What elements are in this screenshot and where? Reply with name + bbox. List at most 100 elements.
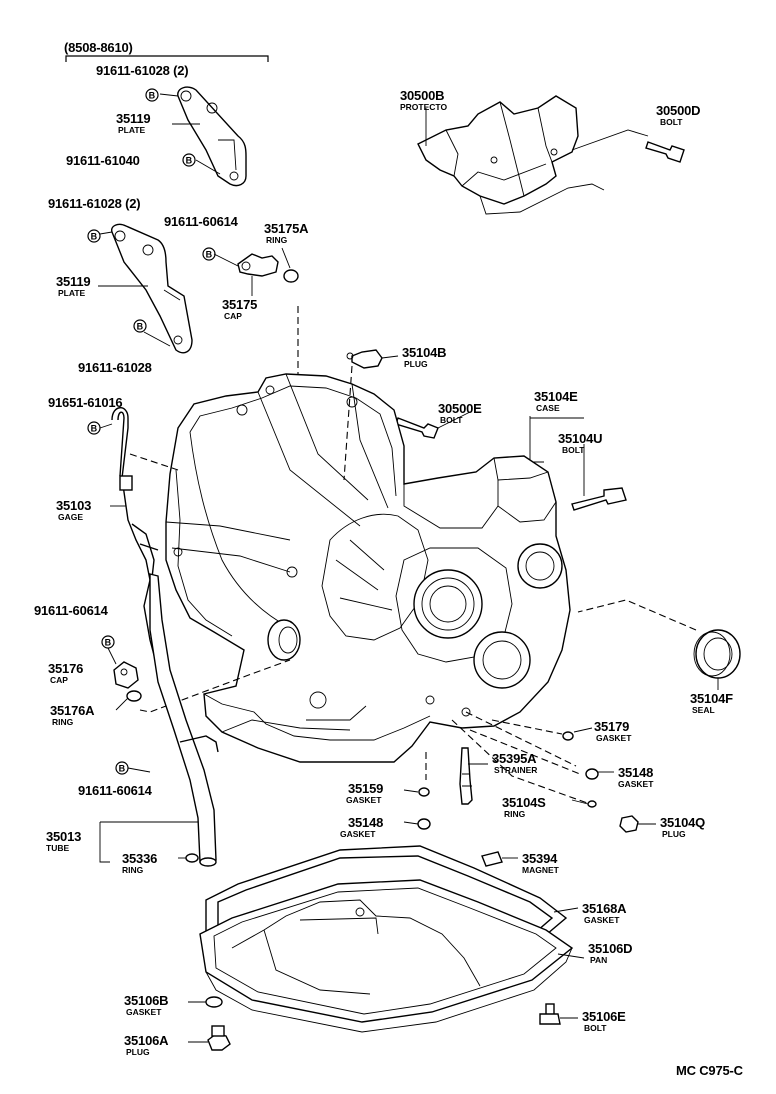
part-number-91611-61028-mid: 91611-61028 (2) (48, 196, 141, 211)
part-name-gasket-35106B: GASKET (126, 1007, 162, 1017)
bolt-badge-top: B (145, 88, 159, 102)
leader-plate-mid (99, 231, 113, 235)
part-name-plate-mid: PLATE (58, 288, 86, 298)
part-number-35395A: 35395A (492, 751, 537, 766)
part-name-ring-35176A: RING (52, 717, 74, 727)
part-number-35106A: 35106A (124, 1033, 169, 1048)
part-number-35175: 35175 (222, 297, 258, 312)
dash-ring35104S (465, 711, 577, 767)
bolt-badge-mid: B (87, 229, 101, 243)
plug-35104Q-part (619, 815, 639, 833)
part-name-plate-top: PLATE (118, 125, 146, 135)
part-name-gasket-35168A: GASKET (584, 915, 620, 925)
gasket-35148-right-part (585, 768, 599, 780)
bolt-badge-60614-top: B (202, 247, 216, 261)
bolt-30500D-part (645, 141, 685, 163)
bolt-badge-60614-mid: B (101, 635, 115, 649)
part-name-plug-35104B: PLUG (404, 359, 428, 369)
part-name-ring-35104S: RING (504, 809, 526, 819)
plate-35119-top-part (177, 86, 247, 187)
part-name-ring-35175A: RING (266, 235, 288, 245)
leader-pan-35106D (557, 953, 585, 959)
svg-text:B: B (186, 156, 193, 166)
leader-bolt-91651 (99, 423, 113, 429)
part-number-35104B: 35104B (402, 345, 447, 360)
cap-35175-part (237, 253, 299, 283)
ring-35104S-part (587, 800, 597, 808)
gasket-35159-part (418, 787, 430, 797)
ring-35336-part (185, 853, 199, 863)
part-number-91611-60614-mid: 91611-60614 (34, 603, 108, 618)
part-number-35179: 35179 (594, 719, 630, 734)
leader-cap-35175 (213, 253, 239, 267)
leader-gasket-35179 (573, 727, 593, 733)
part-number-35104E: 35104E (534, 389, 578, 404)
part-name-strainer: STRAINER (494, 765, 538, 775)
svg-text:B: B (137, 322, 144, 332)
part-number-91611-61040: 91611-61040 (66, 153, 140, 168)
dash-plug35104Q (451, 719, 591, 805)
part-name-gasket-35148-right: GASKET (618, 779, 654, 789)
leader-plate-mid-3 (143, 331, 171, 347)
cap-35176-part (113, 661, 142, 702)
seal-35104F-part (693, 629, 741, 679)
part-name-ring-35336: RING (122, 865, 144, 875)
part-name-bolt-30500D: BOLT (660, 117, 683, 127)
leader-ring-35104S (571, 799, 589, 805)
gasket-35148-left-part (417, 818, 431, 830)
bolt-30500E-part (395, 417, 439, 439)
part-name-pan: PAN (590, 955, 608, 965)
part-number-91611-61028-top: 91611-61028 (2) (96, 63, 189, 78)
plug-35106A-part (207, 1025, 231, 1051)
dash-seal-to-case (577, 599, 697, 631)
part-number-30500D: 30500D (656, 103, 701, 118)
bolt-badge-60614-bottom: B (115, 761, 129, 775)
pan-35106D-part (199, 879, 574, 1033)
svg-text:B: B (91, 232, 98, 242)
part-number-30500B: 30500B (400, 88, 445, 103)
leader-gasket-35148-left (403, 821, 419, 825)
leader-plug-35104B (381, 355, 399, 359)
date-range-label: (8508-8610) (64, 40, 133, 55)
part-number-91651-61016: 91651-61016 (48, 395, 123, 410)
plate-35119-mid-part (111, 223, 193, 354)
svg-text:B: B (206, 250, 213, 260)
strainer-35395A-part (459, 747, 473, 805)
part-name-seal: SEAL (692, 705, 715, 715)
part-number-35168A: 35168A (582, 901, 627, 916)
gasket-35179-part (562, 731, 574, 741)
bolt-badge-91651: B (87, 421, 101, 435)
part-number-35104Q: 35104Q (660, 815, 706, 830)
figure-code: MC C975-C (676, 1063, 743, 1078)
svg-text:B: B (149, 91, 156, 101)
svg-text:B: B (105, 638, 112, 648)
part-name-bolt-30500E: BOLT (440, 415, 463, 425)
protector-30500B-part (417, 95, 605, 215)
leader-tube-35013 (99, 822, 110, 863)
bolt-35106E-part (539, 1003, 561, 1025)
dash-gage-to-case (129, 453, 179, 471)
dash-plug-to-case (343, 365, 353, 481)
leader-gasket-35168A (553, 907, 579, 913)
part-number-35103: 35103 (56, 498, 92, 513)
leader-bolt-30500E (437, 411, 471, 429)
part-number-35394: 35394 (522, 851, 558, 866)
part-number-35119-mid: 35119 (56, 274, 91, 289)
part-number-35175A: 35175A (264, 221, 309, 236)
part-number-35159: 35159 (348, 781, 384, 796)
part-name-tube: TUBE (46, 843, 70, 853)
gasket-35106B-part (205, 996, 223, 1008)
part-name-case: CASE (536, 403, 560, 413)
bolt-badge-91611-61040: B (182, 153, 196, 167)
part-name-plug-35104Q: PLUG (662, 829, 686, 839)
part-name-bolt-35104U: BOLT (562, 445, 585, 455)
svg-text:B: B (119, 764, 126, 774)
leader-plate-top-3 (195, 159, 221, 175)
transaxle-case-part (165, 373, 571, 763)
part-number-35148-right: 35148 (618, 765, 654, 780)
bolt-35104U-part (571, 487, 627, 511)
part-number-35104U: 35104U (558, 431, 603, 446)
leader-bolt-60614-bottom (127, 767, 151, 773)
part-number-91611-60614-bottom: 91611-60614 (78, 783, 152, 798)
part-number-35148-left: 35148 (348, 815, 384, 830)
